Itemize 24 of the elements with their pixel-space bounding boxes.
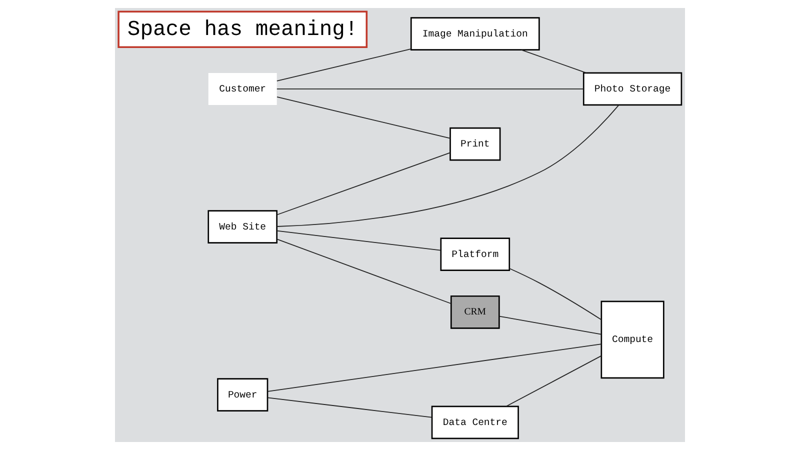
node-box: Space has meaning!	[118, 10, 368, 48]
node-box: Data Centre	[431, 406, 519, 440]
node-box: Image Manipulation	[410, 17, 540, 50]
node-box: Compute	[600, 300, 664, 379]
connector	[276, 48, 412, 82]
node-box: Power	[217, 378, 268, 412]
node-box: CRM	[450, 295, 500, 329]
connector	[276, 230, 442, 251]
node-box: Web Site	[208, 210, 278, 244]
node-box: Print	[450, 127, 501, 161]
connector	[506, 355, 602, 407]
connector	[276, 238, 452, 304]
connector	[267, 344, 602, 392]
connector	[276, 88, 584, 90]
node-box: Platform	[440, 238, 510, 272]
node-box: Customer	[208, 72, 277, 105]
connector	[498, 316, 602, 335]
connector	[521, 49, 587, 74]
connector	[276, 96, 451, 139]
connector	[276, 104, 620, 227]
connector	[276, 152, 451, 216]
connector	[509, 268, 602, 320]
connector	[267, 397, 432, 418]
node-box: Photo Storage	[582, 72, 682, 106]
